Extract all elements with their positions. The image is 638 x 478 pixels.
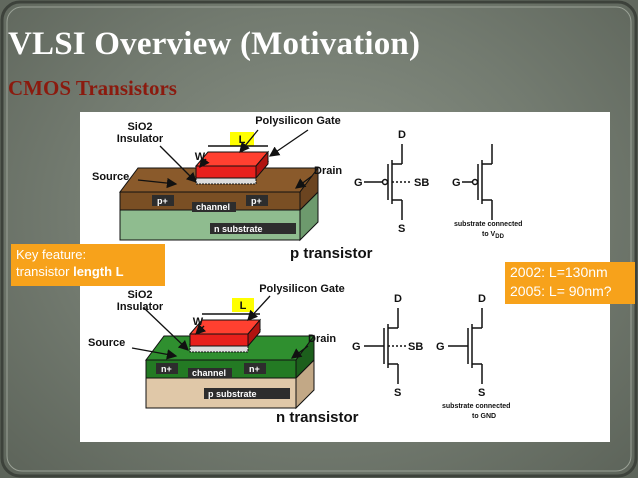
svg-text:to VDD: to VDD bbox=[482, 231, 505, 240]
n-insulator-label: Insulator bbox=[117, 301, 164, 313]
p-length-label: L bbox=[239, 134, 246, 146]
year-2005: 2005: L= 90nm? bbox=[510, 283, 612, 299]
n-sym2-note2: to GND bbox=[472, 413, 496, 420]
p-source-label: Source bbox=[92, 171, 129, 183]
p-sym2-G: G bbox=[452, 177, 461, 189]
p-plus-right: p+ bbox=[251, 196, 262, 206]
n-sym2-D: D bbox=[478, 293, 486, 305]
n-transistor-caption: n transistor bbox=[276, 409, 359, 426]
p-channel-label: channel bbox=[196, 202, 230, 212]
n-substrate-label: p substrate bbox=[208, 389, 257, 399]
p-transistor-symbol-3t: G substrate connected to VDD bbox=[452, 144, 522, 240]
key-feature-bold: length L bbox=[73, 264, 124, 279]
n-sym2-S: S bbox=[478, 387, 485, 399]
n-plus-left: n+ bbox=[161, 364, 172, 374]
key-feature-line1: Key feature: bbox=[16, 247, 87, 262]
p-sym-S: S bbox=[398, 223, 405, 235]
n-sym-SB: SB bbox=[408, 341, 423, 353]
p-sym2-note-sub: DD bbox=[495, 234, 504, 240]
n-sym-D: D bbox=[394, 293, 402, 305]
n-width-label: W bbox=[193, 316, 204, 328]
key-feature-line2: transistor length L bbox=[16, 263, 160, 280]
key-feature-plain: transistor bbox=[16, 264, 74, 279]
n-sym2-G: G bbox=[436, 341, 445, 353]
p-transistor-symbol: D G S SB bbox=[354, 129, 429, 235]
p-insulator-label: Insulator bbox=[117, 133, 164, 145]
p-sym2-note1: substrate connected bbox=[454, 221, 522, 228]
n-drain-label: Drain bbox=[308, 333, 336, 345]
slide-subtitle: CMOS Transistors bbox=[8, 76, 177, 100]
n-poly-gate-label: Polysilicon Gate bbox=[259, 283, 345, 295]
slide-title: VLSI Overview (Motivation) bbox=[8, 26, 421, 62]
p-sym-G: G bbox=[354, 177, 363, 189]
n-transistor-cross-section: SiO2 Insulator Polysilicon Gate L W Sour… bbox=[88, 283, 359, 426]
n-transistor-symbol: D G S SB bbox=[352, 293, 423, 399]
n-sym-G: G bbox=[352, 341, 361, 353]
n-plus-right: n+ bbox=[249, 364, 260, 374]
n-length-label: L bbox=[240, 300, 247, 312]
n-sio2-label: SiO2 bbox=[127, 289, 152, 301]
n-transistor-symbol-3t: D G S substrate connected to GND bbox=[436, 293, 510, 420]
p-sio2-label: SiO2 bbox=[127, 121, 152, 133]
p-substrate-label: n substrate bbox=[214, 224, 263, 234]
n-channel-label: channel bbox=[192, 368, 226, 378]
p-transistor-cross-section: SiO2 Insulator Polysilicon Gate L W Sour… bbox=[92, 115, 373, 262]
p-plus-left: p+ bbox=[157, 196, 168, 206]
p-poly-gate-label: Polysilicon Gate bbox=[255, 115, 341, 127]
n-sym-S: S bbox=[394, 387, 401, 399]
p-width-label: W bbox=[195, 151, 206, 163]
p-drain-label: Drain bbox=[314, 165, 342, 177]
p-sym2-note2: to V bbox=[482, 231, 496, 238]
key-feature-callout: Key feature: transistor length L bbox=[11, 244, 165, 286]
year-2002: 2002: L=130nm bbox=[510, 264, 608, 280]
p-transistor-caption: p transistor bbox=[290, 245, 373, 262]
year-callout: 2002: L=130nm 2005: L= 90nm? bbox=[505, 262, 635, 304]
n-source-label: Source bbox=[88, 337, 125, 349]
p-sym-D: D bbox=[398, 129, 406, 141]
p-sym-SB: SB bbox=[414, 177, 429, 189]
n-sym2-note1: substrate connected bbox=[442, 403, 510, 410]
